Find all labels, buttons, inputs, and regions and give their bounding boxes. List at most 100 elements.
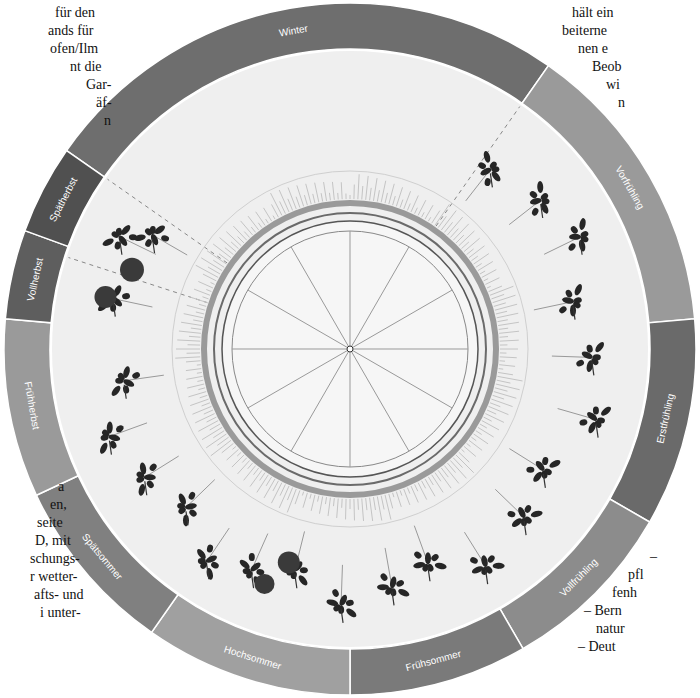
plant-drawing: [413, 550, 423, 560]
date-tick: [202, 297, 208, 299]
date-tick: [422, 481, 426, 488]
date-tick: [337, 193, 339, 199]
plant-drawing: [477, 161, 487, 170]
month-spoke: [350, 349, 452, 408]
date-tick: [485, 278, 499, 285]
plant-stem: [124, 385, 126, 399]
date-tick: [207, 417, 217, 422]
text-fragment: D, mit: [35, 532, 71, 550]
plant-drawing: [569, 225, 579, 235]
date-tick: [302, 492, 303, 496]
plant-drawing: [484, 565, 494, 575]
date-tick: [377, 190, 379, 201]
month-spoke: [248, 349, 350, 408]
leader-line: [207, 528, 229, 561]
date-tick: [415, 484, 418, 491]
date-tick: [202, 403, 210, 406]
plant-drawing: [397, 588, 410, 599]
date-tick: [197, 380, 203, 381]
date-tick: [303, 493, 307, 508]
date-tick: [187, 352, 200, 353]
date-tick: [425, 205, 433, 219]
date-tick: [497, 313, 519, 318]
date-tick: [254, 468, 259, 475]
date-tick: [373, 497, 375, 510]
date-tick: [176, 349, 200, 350]
date-tick: [241, 221, 253, 235]
ring: [172, 171, 528, 527]
date-tick: [500, 360, 505, 361]
date-tick: [192, 406, 211, 414]
plant-drawing: [531, 207, 540, 217]
date-tick: [480, 424, 487, 428]
date-tick: [476, 431, 482, 435]
date-tick: [350, 195, 351, 199]
plant-drawing: [539, 192, 549, 202]
date-tick: [489, 286, 502, 292]
plant-drawing: [562, 296, 575, 304]
plant-drawing: [187, 491, 196, 501]
plant-drawing: [526, 467, 534, 473]
plant-drawing: [425, 552, 431, 564]
date-tick: [251, 227, 255, 232]
plant-drawing: [326, 598, 339, 607]
plant-drawing: [434, 562, 447, 570]
date-tick: [498, 322, 519, 325]
text-fragment: n: [104, 112, 111, 130]
text-fragment: r wetter-: [30, 568, 78, 586]
date-tick: [362, 499, 364, 521]
date-tick: [478, 261, 493, 270]
text-fragment: beiterne: [562, 22, 607, 40]
text-fragment: en,: [50, 496, 67, 514]
plant-drawing: [110, 384, 122, 397]
plant-drawing: [484, 178, 492, 187]
date-tick: [400, 490, 402, 495]
date-tick: [495, 304, 517, 310]
plant-drawing: [579, 419, 588, 427]
plant-drawing: [148, 462, 158, 472]
date-tick: [191, 328, 201, 329]
plant-drawing: [100, 434, 109, 442]
date-tick: [496, 311, 507, 314]
date-tick: [296, 197, 300, 208]
month-spoke: [232, 349, 350, 350]
plant-drawing: [573, 283, 583, 296]
date-tick: [332, 182, 334, 200]
date-tick: [186, 376, 202, 379]
plant-drawing: [111, 230, 121, 239]
date-tick: [411, 486, 418, 502]
plant-stem: [580, 241, 582, 255]
plant-drawing: [395, 579, 405, 588]
date-tick: [345, 499, 347, 519]
plant-drawing: [122, 365, 131, 378]
plant-drawing: [493, 563, 505, 569]
plant-drawing: [107, 421, 113, 433]
date-tick: [273, 481, 278, 491]
date-tick: [271, 193, 282, 215]
plant-drawing: [578, 239, 587, 252]
plant-drawing: [345, 599, 354, 607]
date-tick: [175, 357, 200, 358]
plant-drawing: [483, 150, 492, 163]
date-tick: [389, 494, 393, 508]
plant-drawing: [379, 572, 389, 582]
date-tick: [321, 193, 323, 201]
date-tick: [287, 489, 296, 512]
plant-drawing: [573, 296, 582, 304]
date-tick: [190, 399, 208, 406]
plant-drawing: [600, 405, 613, 417]
text-fragment: i unter-: [40, 604, 81, 622]
date-tick: [478, 427, 494, 437]
date-tick: [393, 493, 394, 497]
plant-drawing: [529, 190, 539, 200]
plant-drawing: [593, 407, 599, 415]
date-tick: [459, 452, 470, 462]
plant-drawing: [548, 459, 561, 470]
date-tick: [186, 361, 200, 362]
plant-drawing: [594, 340, 606, 353]
leader-line: [153, 235, 188, 255]
date-tick: [495, 388, 508, 391]
plant-drawing: [177, 492, 187, 505]
date-tick: [188, 344, 200, 345]
fruit-drawing: [120, 258, 144, 282]
